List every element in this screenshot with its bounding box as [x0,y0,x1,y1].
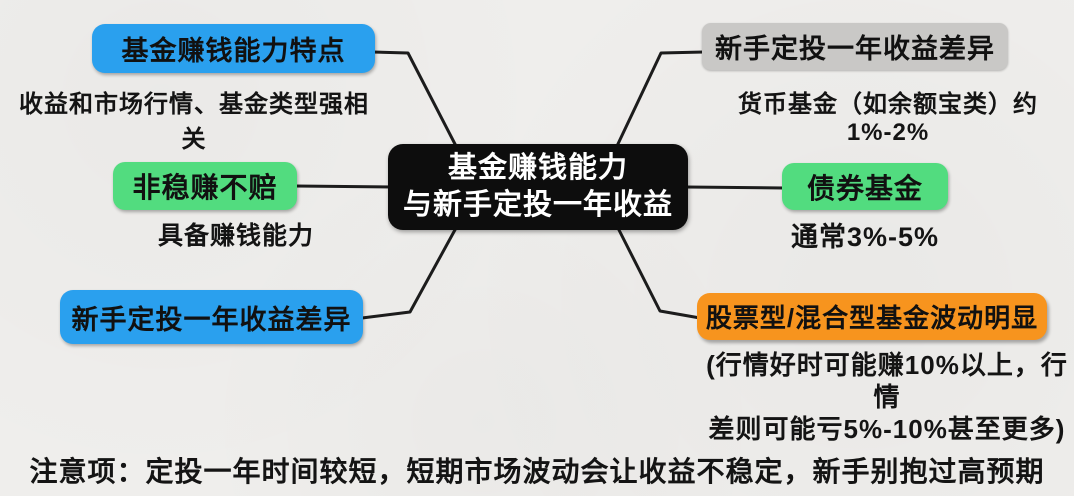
footer-caution-note: 注意项：定投一年时间较短，短期市场波动会让收益不稳定，新手别抱过高预期 [29,456,1045,487]
node-fund-ability-traits: 基金赚钱能力特点 [92,24,375,73]
center-node: 基金赚钱能力 与新手定投一年收益 [388,144,688,230]
connector-top-left [370,50,458,148]
center-node-line2: 与新手定投一年收益 [402,189,673,221]
node-label: 债券基金 [806,172,923,204]
node-label: 新手定投一年收益差异 [71,304,352,335]
note-stock-mixed-fund-line2: 差则可能亏5%-10%甚至更多) [708,414,1066,444]
connector-bottom-right [616,226,702,320]
center-node-line1: 基金赚钱能力 [447,152,628,184]
node-not-guaranteed: 非稳赚不赔 [113,162,297,210]
note-bond-fund: 通常3%-5% [790,222,940,252]
node-label: 新手定投一年收益差异 [715,34,995,64]
note-stock-mixed-fund-line1: (行情好时可能赚10%以上，行情 [706,350,1068,412]
node-label: 基金赚钱能力特点 [121,36,346,66]
node-newbie-return-diff-left: 新手定投一年收益差异 [60,290,363,344]
node-newbie-return-diff-right: 新手定投一年收益差异 [702,23,1008,70]
note-fund-ability-traits: 收益和市场行情、基金类型强相关 [19,91,369,153]
node-stock-mixed-fund: 股票型/混合型基金波动明显 [697,293,1047,340]
node-label: 非稳赚不赔 [132,172,278,203]
note-money-market-fund: 货币基金（如余额宝类）约1%-2% [738,91,1038,146]
connector-middle-right [684,185,786,190]
node-bond-fund: 债券基金 [782,163,948,210]
node-label: 股票型/混合型基金波动明显 [705,303,1039,333]
connector-middle-left [293,184,394,189]
note-not-guaranteed: 具备赚钱能力 [157,222,314,250]
connector-bottom-left [360,226,458,320]
connector-top-right [615,50,706,148]
note-stock-mixed-fund: (行情好时可能赚10%以上，行情 差则可能亏5%-10%甚至更多) [700,349,1074,445]
